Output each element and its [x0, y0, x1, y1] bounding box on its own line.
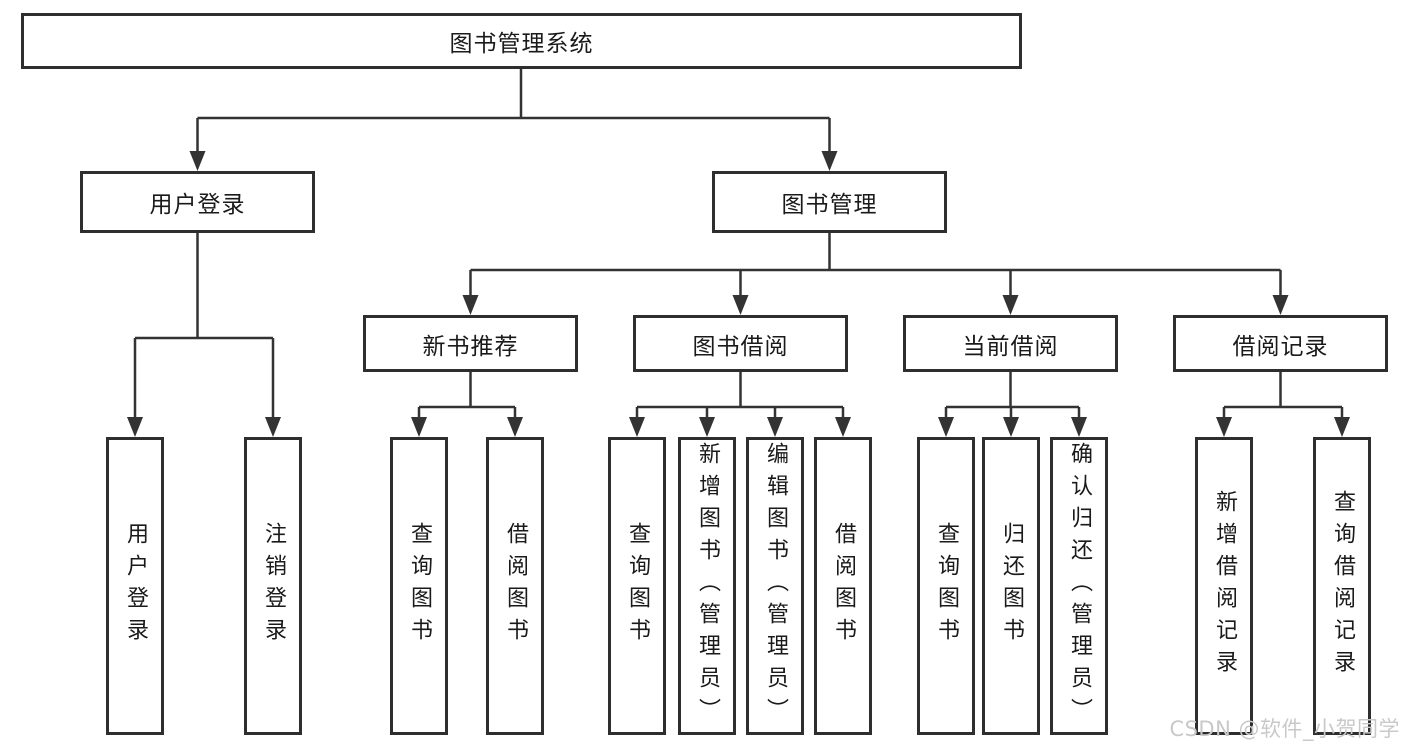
arrowhead-down-icon: [411, 417, 427, 437]
arrowhead-down-icon: [1272, 295, 1289, 315]
node-leaf-confirm-return-admin-label: 确认归还（管理员）: [1067, 442, 1092, 730]
node-leaf-add-books-admin: 新增图书（管理员）: [678, 437, 736, 735]
node-book-management: 图书管理: [712, 171, 947, 233]
arrowhead-down-icon: [629, 417, 645, 437]
arrowhead-down-icon: [938, 417, 954, 437]
node-current-borrowing: 当前借阅: [903, 315, 1118, 372]
node-leaf-add-borrow-record-label: 新增借阅记录: [1212, 490, 1237, 682]
arrowhead-down-icon: [732, 295, 749, 315]
node-leaf-add-borrow-record: 新增借阅记录: [1195, 437, 1253, 735]
node-leaf-query-borrow-record-label: 查询借阅记录: [1330, 490, 1355, 682]
node-book-borrowing: 图书借阅: [633, 315, 848, 372]
node-leaf-query-books-1-label: 查询图书: [407, 522, 432, 650]
node-leaf-query-books-1: 查询图书: [390, 437, 448, 735]
node-new-book-recommendation: 新书推荐: [363, 315, 578, 372]
node-leaf-edit-books-admin-label: 编辑图书（管理员）: [763, 442, 788, 730]
arrowhead-down-icon: [462, 295, 479, 315]
arrowhead-down-icon: [1334, 417, 1350, 437]
node-leaf-edit-books-admin: 编辑图书（管理员）: [746, 437, 804, 735]
node-leaf-user-login-label: 用户登录: [123, 522, 148, 650]
node-user-login: 用户登录: [80, 171, 315, 233]
node-leaf-logout-label: 注销登录: [261, 522, 286, 650]
node-leaf-borrow-books-1: 借阅图书: [486, 437, 544, 735]
node-leaf-return-books: 归还图书: [982, 437, 1040, 735]
node-leaf-query-books-3: 查询图书: [917, 437, 975, 735]
arrowhead-down-icon: [507, 417, 523, 437]
node-leaf-user-login: 用户登录: [106, 437, 164, 735]
arrowhead-down-icon: [1216, 417, 1232, 437]
arrowhead-down-icon: [265, 417, 281, 437]
arrowhead-down-icon: [127, 417, 143, 437]
arrowhead-down-icon: [1002, 295, 1019, 315]
node-leaf-borrow-books-2-label: 借阅图书: [831, 522, 856, 650]
arrowhead-down-icon: [767, 417, 783, 437]
node-leaf-return-books-label: 归还图书: [999, 522, 1024, 650]
arrowhead-down-icon: [189, 151, 206, 171]
node-library-management-system: 图书管理系统: [21, 13, 1022, 69]
csdn-watermark: CSDN @软件_小贺同学: [1169, 717, 1400, 741]
arrowhead-down-icon: [699, 417, 715, 437]
node-leaf-add-books-admin-label: 新增图书（管理员）: [695, 442, 720, 730]
node-borrowing-records: 借阅记录: [1173, 315, 1388, 372]
node-leaf-query-books-2-label: 查询图书: [625, 522, 650, 650]
node-leaf-query-books-3-label: 查询图书: [934, 522, 959, 650]
node-leaf-query-books-2: 查询图书: [608, 437, 666, 735]
arrowhead-down-icon: [1003, 417, 1019, 437]
arrowhead-down-icon: [821, 151, 838, 171]
node-leaf-borrow-books-1-label: 借阅图书: [503, 522, 528, 650]
node-leaf-confirm-return-admin: 确认归还（管理员）: [1050, 437, 1108, 735]
node-leaf-logout: 注销登录: [244, 437, 302, 735]
arrowhead-down-icon: [835, 417, 851, 437]
node-leaf-borrow-books-2: 借阅图书: [814, 437, 872, 735]
arrowhead-down-icon: [1071, 417, 1087, 437]
node-leaf-query-borrow-record: 查询借阅记录: [1313, 437, 1371, 735]
